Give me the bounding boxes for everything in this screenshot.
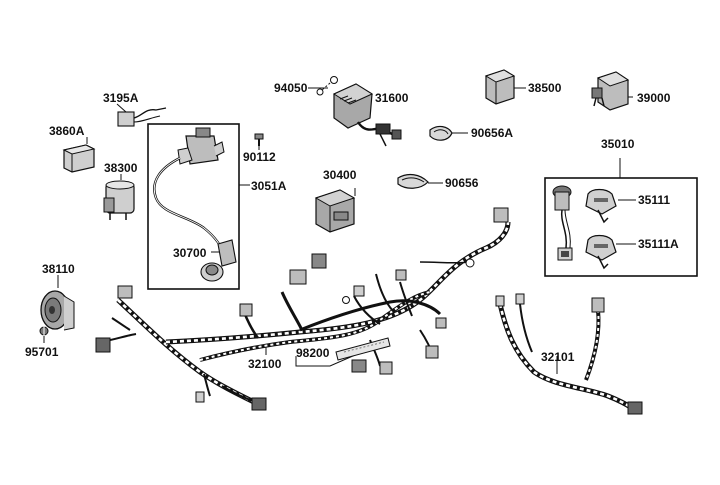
starter-relay-icon (591, 71, 630, 111)
part-label-30400: 30400 (323, 168, 357, 182)
main-wire-harness-icon (95, 207, 511, 411)
cable-band-icon (429, 125, 453, 141)
part-label-94050: 94050 (274, 81, 308, 95)
part-label-90656: 90656 (445, 176, 479, 190)
key-icon (585, 234, 617, 270)
part-label-95701: 95701 (25, 345, 59, 359)
sub-wire-harness-icon (495, 293, 643, 415)
regulator-rectifier-icon (332, 83, 402, 147)
key-icon (585, 188, 617, 224)
part-label-90656A: 90656A (471, 126, 514, 140)
wire-connector-icon (117, 107, 167, 127)
part-label-3195A: 3195A (103, 91, 139, 105)
part-label-38500: 38500 (528, 81, 562, 95)
part-label-38300: 38300 (104, 161, 138, 175)
part-label-35111A: 35111A (638, 237, 679, 251)
part-label-32100: 32100 (248, 357, 282, 371)
switch-set-frame (544, 177, 698, 277)
part-label-3051A: 3051A (251, 179, 287, 193)
flasher-relay-icon (103, 180, 135, 220)
relay-icon (484, 69, 516, 105)
washer-icon (316, 76, 338, 96)
leader-lines (43, 87, 636, 374)
bolt-icon (39, 326, 49, 336)
screw-icon (254, 133, 264, 146)
coil-assembly-frame (147, 123, 240, 290)
part-label-35111: 35111 (638, 193, 671, 207)
part-label-39000: 39000 (637, 91, 671, 105)
part-label-98200: 98200 (296, 346, 330, 360)
ignition-coil-assembly-icon (153, 127, 226, 257)
part-label-38110: 38110 (42, 262, 75, 276)
horn-icon (40, 290, 75, 331)
ignition-switch-set-icon (552, 185, 573, 261)
part-label-35010: 35010 (601, 137, 635, 151)
relay-block-icon (62, 144, 96, 173)
part-label-31600: 31600 (375, 91, 409, 105)
cdi-unit-icon (314, 189, 356, 233)
part-label-30700: 30700 (173, 246, 207, 260)
harness-label-icon (335, 337, 391, 361)
part-label-3860A: 3860A (49, 124, 85, 138)
spark-plug-cap-icon (200, 239, 237, 282)
cable-band-icon (397, 173, 429, 189)
part-label-90112: 90112 (243, 150, 276, 164)
part-label-32101: 32101 (541, 350, 575, 364)
